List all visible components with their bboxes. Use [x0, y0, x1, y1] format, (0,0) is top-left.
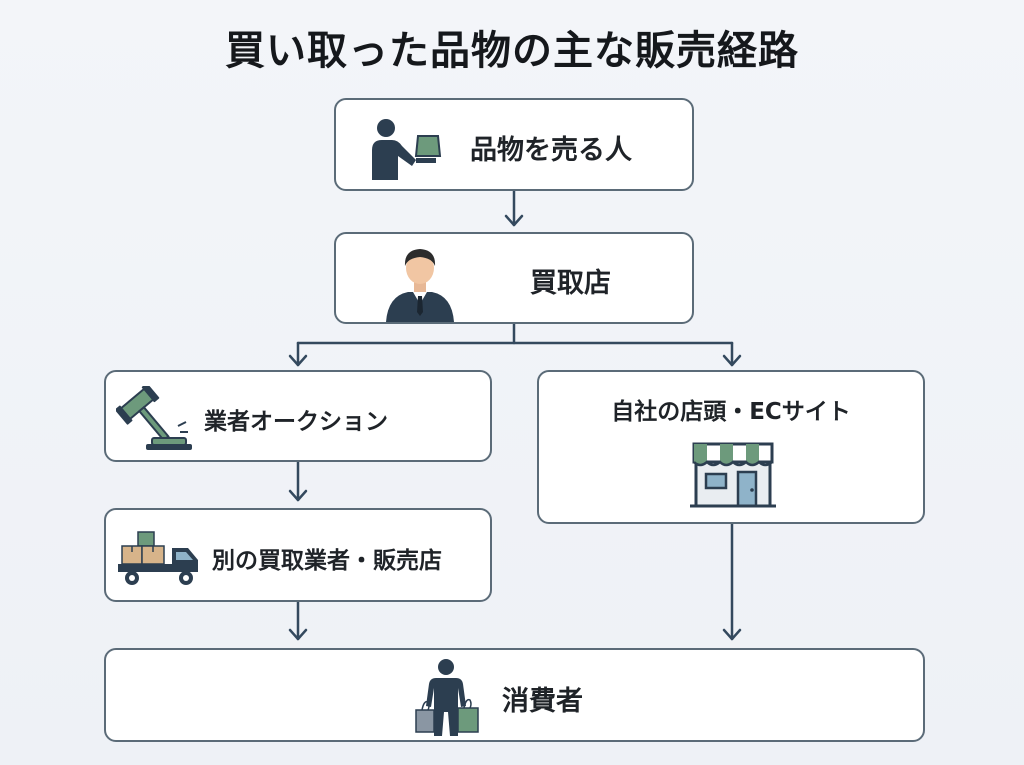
- node-buyback-shop: 買取店: [334, 232, 694, 324]
- arrowhead: [288, 354, 308, 367]
- node-other-dealer: 別の買取業者・販売店: [104, 508, 492, 602]
- shopper-with-bags-icon: [415, 659, 479, 736]
- storefront-icon: [690, 442, 776, 508]
- page-title: 買い取った品物の主な販売経路: [225, 28, 799, 74]
- person-handing-item-icon: [372, 119, 442, 180]
- arrowhead: [288, 489, 308, 502]
- node-buyback-shop-label: 買取店: [530, 268, 611, 299]
- businessman-icon: [386, 249, 454, 322]
- arrowhead: [504, 214, 524, 227]
- node-auction-label: 業者オークション: [204, 409, 388, 435]
- delivery-truck-icon: [118, 531, 198, 585]
- node-consumer-label: 消費者: [502, 686, 583, 717]
- node-consumer: 消費者: [104, 648, 925, 742]
- node-seller-label: 品物を売る人: [470, 135, 632, 166]
- node-seller: 品物を売る人: [334, 98, 694, 191]
- node-other-dealer-label: 別の買取業者・販売店: [212, 548, 442, 574]
- arrowhead: [722, 354, 742, 367]
- arrowhead: [288, 628, 308, 641]
- node-auction: 業者オークション: [104, 370, 492, 462]
- gavel-icon: [116, 386, 192, 450]
- node-own-store-label: 自社の店頭・ECサイト: [611, 399, 851, 425]
- node-own-store: 自社の店頭・ECサイト: [537, 370, 925, 524]
- arrowhead: [722, 628, 742, 641]
